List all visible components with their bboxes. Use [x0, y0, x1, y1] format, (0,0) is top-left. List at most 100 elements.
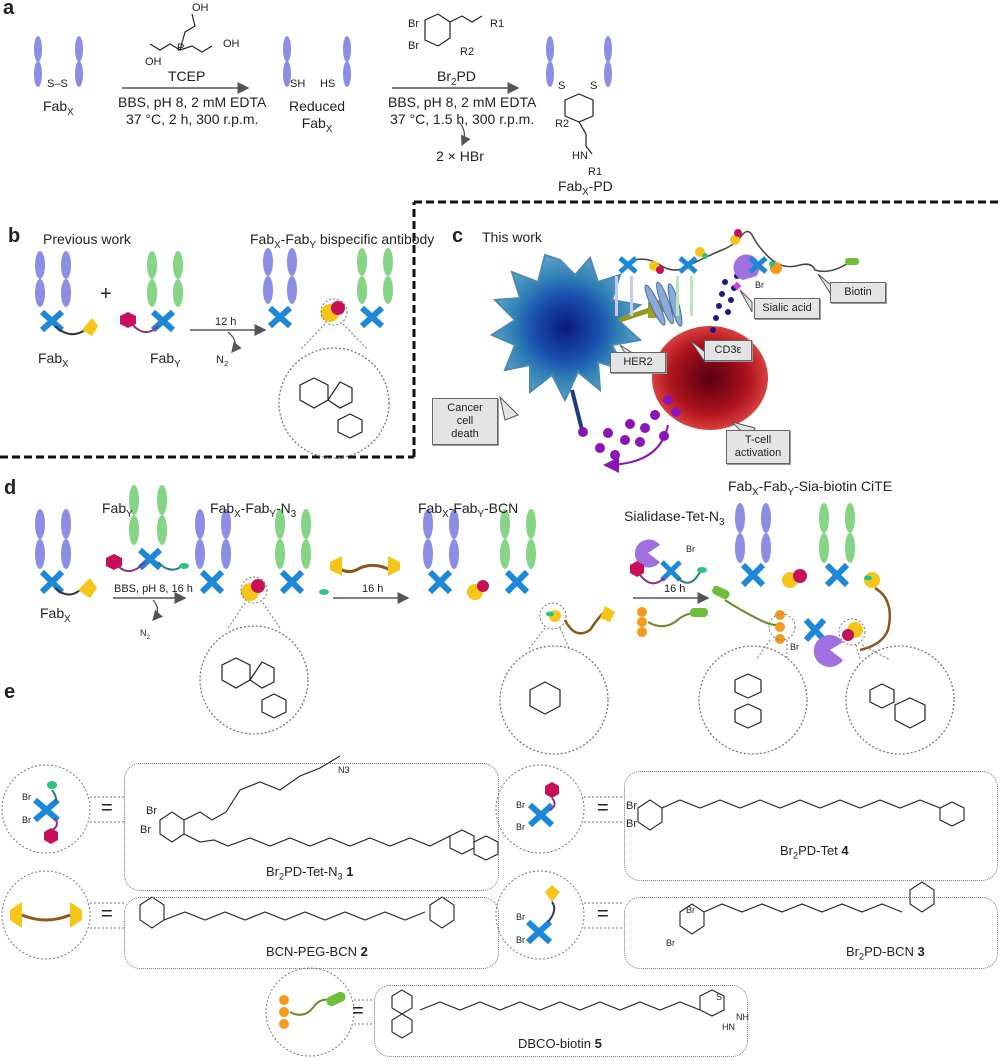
- atom-label: Br: [626, 818, 637, 830]
- zoom-circle: [698, 645, 808, 755]
- reduced-fabx-icon: [283, 36, 351, 87]
- equals-sign: =: [597, 797, 609, 819]
- panel-e-icons: [1, 764, 585, 1057]
- tcep-oh-1: OH: [192, 2, 209, 14]
- equals-sign: =: [352, 1000, 364, 1022]
- compound-box-3: [624, 897, 998, 969]
- faby-label: FabY: [150, 350, 181, 370]
- zoom-circle: [199, 625, 309, 735]
- svg-text:+: +: [100, 283, 112, 305]
- compound-box-1: [124, 763, 499, 891]
- tcep-label: TCEP: [168, 68, 206, 84]
- bispecific-title: FabX-FabY bispecific antibody: [250, 231, 435, 251]
- br-label: Br: [516, 800, 525, 810]
- intermediate2-label: FabX-FabY-BCN: [418, 500, 519, 520]
- step1-conditions: BBS, pH 8, 2 mM EDTA 37 °C, 2 h, 300 r.p…: [118, 94, 267, 127]
- pd-ring-structure: [564, 93, 594, 155]
- n2-byproduct: N2: [140, 628, 151, 641]
- compound-name-1: Br2PD-Tet-N3 1: [266, 864, 354, 882]
- her2-callout: HER2: [610, 352, 666, 373]
- br-label: Br: [755, 280, 764, 290]
- panel-e-connectors: [90, 796, 624, 1025]
- fabx-pd-label: FabX-PD: [558, 178, 613, 198]
- n2-byproduct: N2: [216, 354, 229, 369]
- br-label: Br: [686, 544, 695, 554]
- br-label: Br: [516, 912, 525, 922]
- atom-label: Br: [146, 805, 157, 817]
- atom-label: Br: [666, 938, 675, 948]
- zoom-circle: [845, 645, 955, 755]
- step2-conditions: BBS, pH 8, 2 mM EDTA 37 °C, 1.5 h, 300 r…: [388, 94, 537, 127]
- atom-label: Br: [626, 800, 637, 812]
- r1-group: R1: [490, 18, 505, 30]
- this-work-title: This work: [482, 229, 542, 245]
- bcn-icon: [82, 318, 98, 336]
- atom-label: NH: [736, 1012, 749, 1022]
- panel-c-letter: c: [452, 225, 464, 247]
- panel-c-artwork: [489, 229, 859, 473]
- step2-time: 16 h: [362, 583, 384, 595]
- compound-box-5: [374, 985, 748, 1057]
- intermediate1-label: FabX-FabY-N3: [210, 500, 297, 520]
- faby-icon: [147, 251, 183, 307]
- sialic-acid-callout: Sialic acid: [754, 298, 820, 319]
- fabx-icon: [35, 251, 71, 307]
- compound-name-5: DBCO-biotin 5: [518, 1036, 602, 1051]
- br2pd-structure: [424, 13, 483, 47]
- disulfide-label: S–S: [47, 78, 68, 90]
- fabx-label: FabX: [43, 98, 74, 118]
- br-atom: Br: [408, 40, 419, 52]
- atom-label: N3: [338, 765, 350, 775]
- compound-name-4: Br2PD-Tet 4: [780, 843, 849, 861]
- compound-box-4: [624, 771, 998, 881]
- atom-label: Br: [140, 824, 151, 836]
- cytokine-icons: [595, 395, 681, 460]
- panel-b-letter: b: [8, 225, 21, 247]
- br-label: Br: [790, 642, 799, 652]
- br-label: Br: [516, 822, 525, 832]
- faby-label: FabY: [102, 500, 133, 520]
- hbr-byproduct: 2 × HBr: [436, 148, 484, 164]
- cd3e-callout: CD3ε: [704, 340, 752, 361]
- fabx-pd-icon: [546, 36, 612, 87]
- sialidase-reagent-label: Sialidase-Tet-N3: [624, 508, 725, 528]
- panel-b-artwork: +: [35, 248, 393, 354]
- zoom-structures: [221, 377, 926, 729]
- equals-sign: =: [101, 797, 113, 819]
- r1-group: R1: [588, 166, 603, 178]
- br-atom: Br: [408, 18, 419, 30]
- step1-conditions: BBS, pH 8, 16 h: [114, 583, 193, 595]
- zoom-circle: [499, 645, 609, 755]
- biotin-callout: Biotin: [830, 282, 886, 303]
- thiol-left: SH: [290, 78, 306, 90]
- fabx-label: FabX: [38, 350, 69, 370]
- r2-group: R2: [460, 46, 475, 58]
- tcep-p: P: [177, 42, 185, 54]
- tetrazine-icon: [120, 312, 136, 328]
- atom-label: Br: [686, 905, 695, 915]
- atom-label: HN: [722, 1022, 735, 1032]
- linker-icon: [39, 309, 65, 333]
- br-label: Br: [22, 815, 31, 825]
- step3-time: 16 h: [664, 583, 686, 595]
- fabx-label: FabX: [40, 605, 71, 625]
- compound-name-2: BCN-PEG-BCN 2: [266, 944, 368, 959]
- panel-a-artwork: [34, 13, 612, 155]
- t-cell-activation-callout: T-cell activation: [726, 430, 790, 464]
- compound-name-3: Br2PD-BCN 3: [846, 944, 925, 962]
- cancer-death-callout: Cancer cell death: [432, 398, 498, 445]
- panel-e-letter: e: [4, 681, 16, 703]
- previous-work-title: Previous work: [43, 231, 131, 247]
- br-label: Br: [516, 935, 525, 945]
- equals-sign: =: [101, 903, 113, 925]
- s-atom: S: [590, 80, 598, 92]
- br2pd-label: Br2PD: [437, 68, 476, 88]
- panel-d-letter: d: [4, 477, 17, 499]
- tcep-structure: [149, 13, 213, 53]
- br-label: Br: [22, 792, 31, 802]
- r2-group: R2: [555, 118, 570, 130]
- panel-d-artwork: [35, 485, 892, 667]
- panel-divider: [0, 200, 1000, 459]
- tcep-oh-2: OH: [145, 56, 162, 68]
- compound-skeletons: [139, 755, 965, 1039]
